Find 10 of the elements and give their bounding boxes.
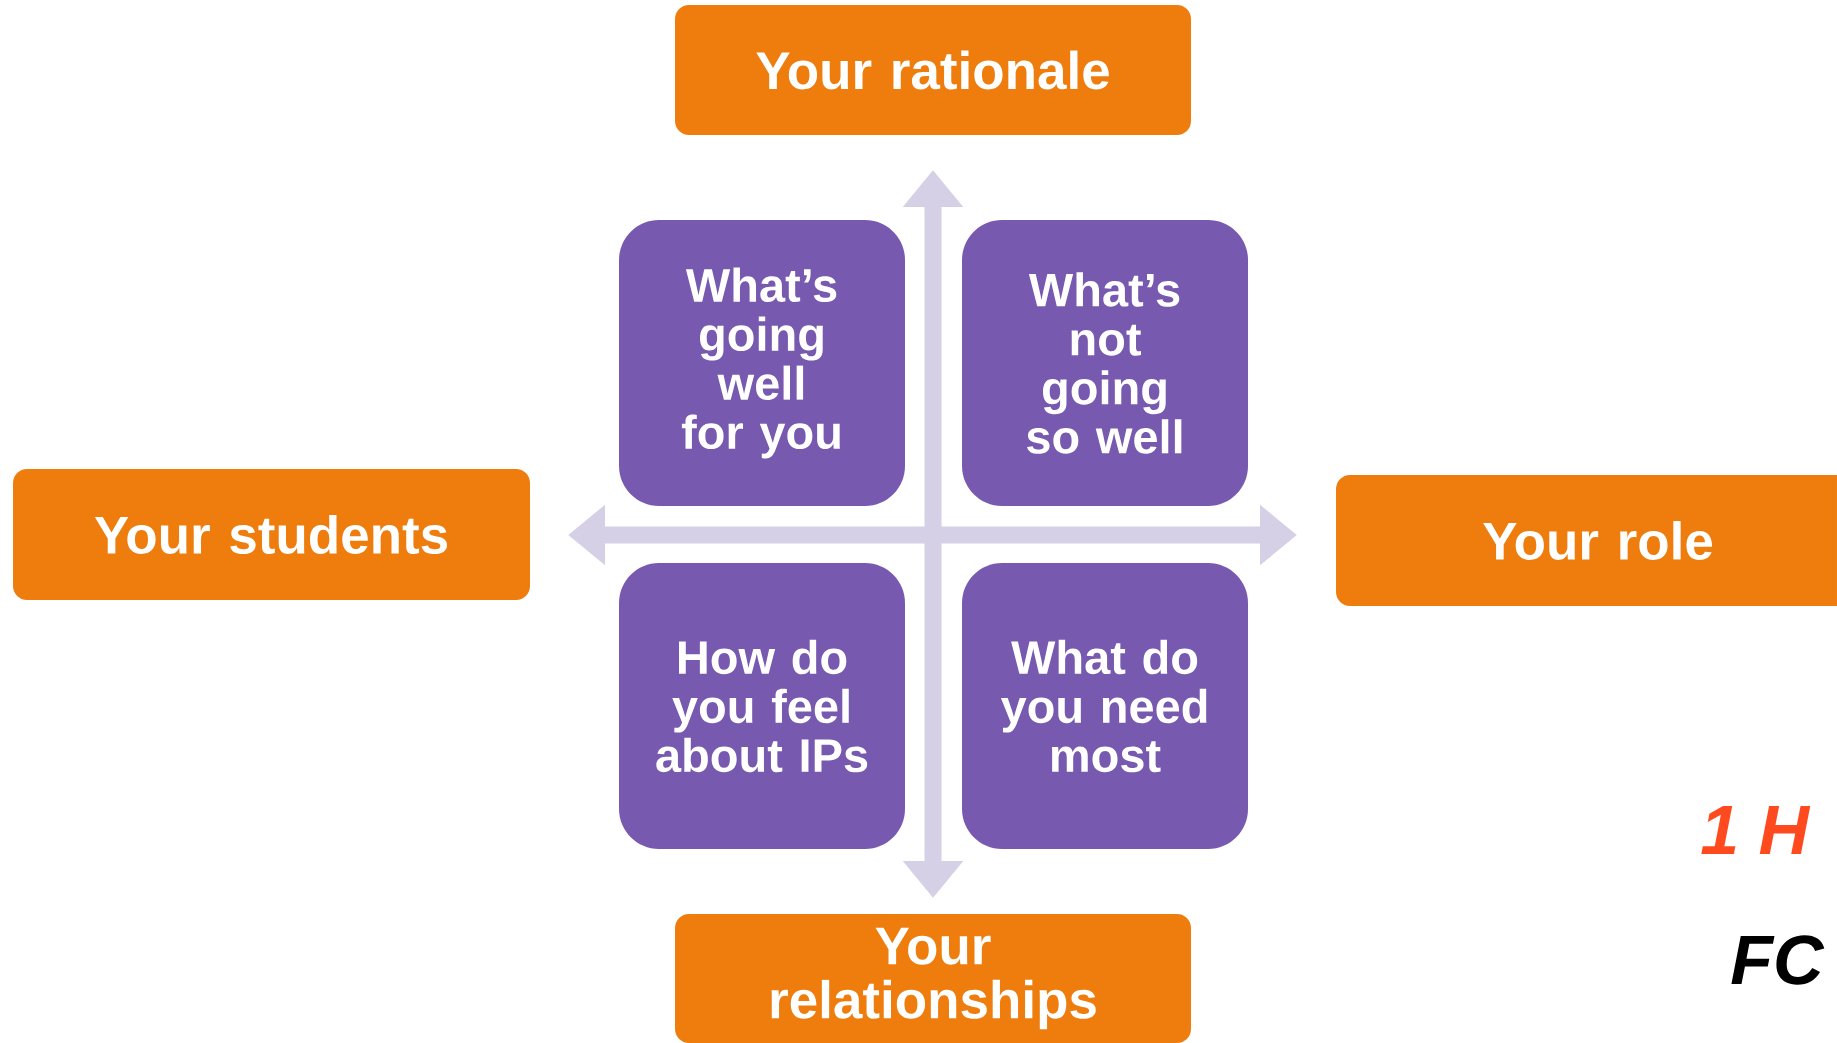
topic-box: Your students: [13, 469, 530, 600]
question-box: What do you need most: [962, 563, 1248, 849]
topic-box: Your rationale: [675, 5, 1191, 135]
topic-box: Your relationships: [675, 914, 1191, 1043]
question-box: What’s going well for you: [619, 220, 905, 506]
question-box: What’s not going so well: [962, 220, 1248, 506]
heading-text: 1 H: [1701, 805, 1811, 855]
question-box: How do you feel about IPs: [619, 563, 905, 849]
topic-box: Your role: [1336, 475, 1837, 606]
heading-text: FC: [1731, 935, 1825, 985]
